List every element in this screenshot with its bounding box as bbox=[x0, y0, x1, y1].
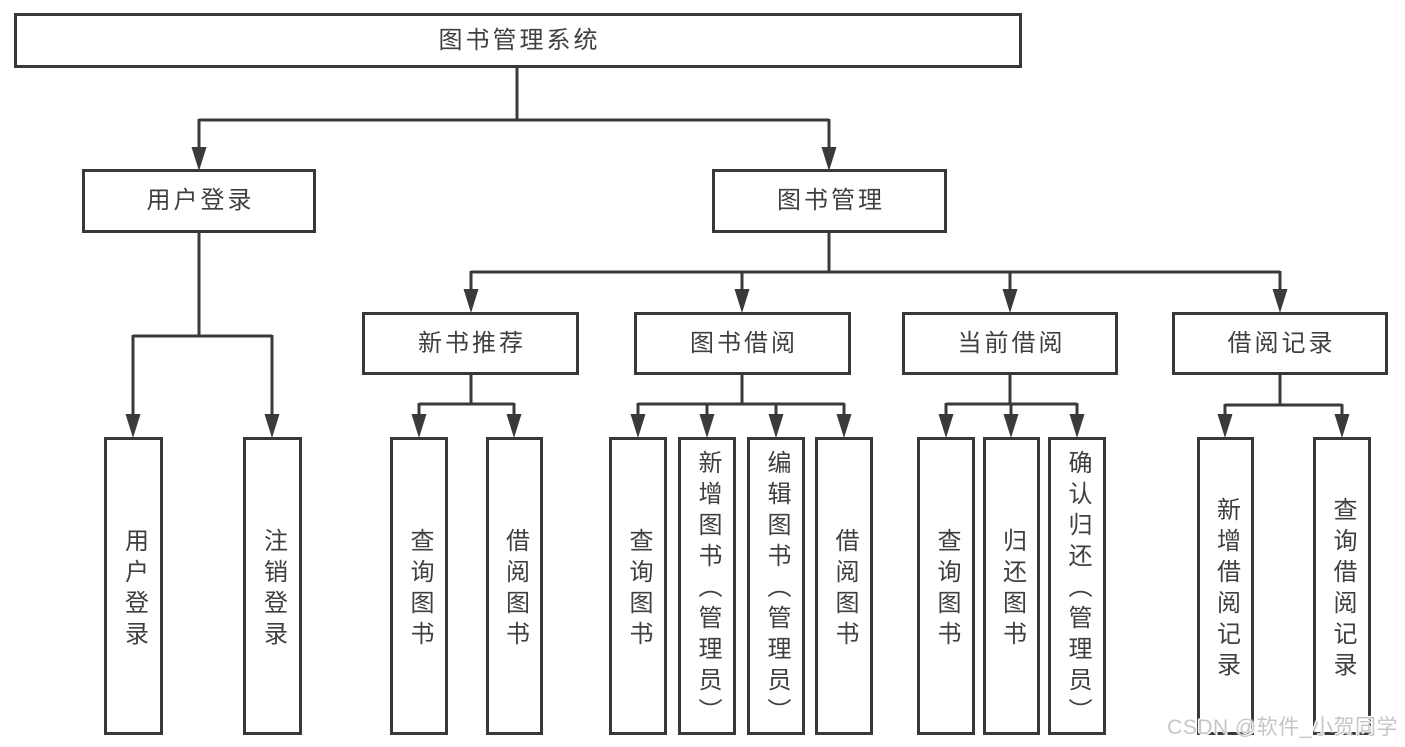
node-label: 新增借阅记录 bbox=[1212, 496, 1240, 683]
node-library-management-system: 图书管理系统 bbox=[14, 13, 1022, 68]
node-label: 借阅记录 bbox=[1227, 329, 1336, 357]
node-borrow-books-recommend: 借阅图书 bbox=[486, 437, 543, 735]
node-confirm-return-admin: 确认归还（管理员） bbox=[1048, 437, 1106, 735]
node-label: 当前借阅 bbox=[957, 329, 1066, 357]
node-book-management: 图书管理 bbox=[712, 169, 947, 233]
node-label: 借阅图书 bbox=[501, 527, 529, 652]
node-label: 注销登录 bbox=[259, 527, 287, 652]
node-user-login-leaf: 用户登录 bbox=[104, 437, 163, 735]
node-user-login: 用户登录 bbox=[82, 169, 316, 233]
node-label: 确认归还（管理员） bbox=[1064, 450, 1091, 729]
node-label: 查询图书 bbox=[933, 527, 960, 652]
node-current-borrowing: 当前借阅 bbox=[902, 312, 1118, 375]
node-label: 图书管理系统 bbox=[438, 26, 601, 54]
node-label: 借阅图书 bbox=[831, 527, 858, 652]
node-query-books-current: 查询图书 bbox=[917, 437, 975, 735]
node-label: 编辑图书（管理员） bbox=[763, 450, 790, 729]
node-label: 图书管理 bbox=[777, 187, 885, 214]
node-borrow-books-leaf: 借阅图书 bbox=[815, 437, 873, 735]
node-borrowing-records: 借阅记录 bbox=[1172, 312, 1388, 375]
node-label: 新增图书（管理员） bbox=[694, 450, 721, 729]
csdn-watermark: CSDN @软件_小贺同学 bbox=[1167, 716, 1398, 739]
node-edit-book-admin: 编辑图书（管理员） bbox=[747, 437, 805, 735]
node-label: 新书推荐 bbox=[418, 329, 526, 357]
node-add-book-admin: 新增图书（管理员） bbox=[678, 437, 736, 735]
node-add-borrow-record: 新增借阅记录 bbox=[1197, 437, 1254, 735]
node-logout: 注销登录 bbox=[243, 437, 302, 735]
node-label: 查询图书 bbox=[406, 527, 433, 652]
node-query-books-borrowing: 查询图书 bbox=[609, 437, 667, 735]
node-label: 用户登录 bbox=[120, 527, 148, 652]
node-label: 查询借阅记录 bbox=[1329, 496, 1356, 683]
node-book-borrowing: 图书借阅 bbox=[634, 312, 851, 375]
node-label: 用户登录 bbox=[146, 187, 255, 214]
node-return-books: 归还图书 bbox=[983, 437, 1040, 735]
node-query-borrow-record: 查询借阅记录 bbox=[1313, 437, 1371, 735]
node-label: 归还图书 bbox=[998, 527, 1026, 652]
node-label: 图书借阅 bbox=[690, 329, 798, 357]
node-new-book-recommendation: 新书推荐 bbox=[362, 312, 579, 375]
node-query-books-recommend: 查询图书 bbox=[390, 437, 448, 735]
node-label: 查询图书 bbox=[625, 527, 652, 652]
